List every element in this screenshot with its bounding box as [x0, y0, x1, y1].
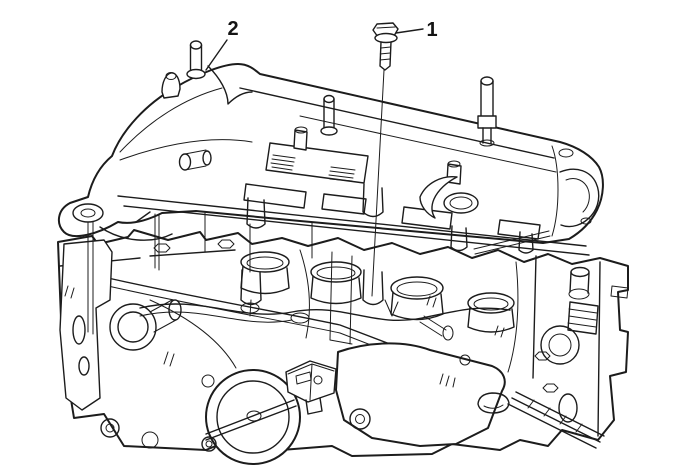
callout-1-label: 1	[426, 19, 437, 41]
throttle-body	[201, 369, 306, 465]
cover-right-end	[551, 145, 600, 237]
sensor-module	[285, 360, 337, 415]
cover-stud-middle	[320, 94, 338, 136]
cover-slot	[243, 183, 307, 209]
callout-2: 2	[205, 18, 239, 71]
cover-stud-left-small	[161, 72, 181, 99]
cover-slot	[321, 193, 367, 215]
bolt-shank	[379, 41, 392, 71]
engine-block-illustration	[57, 229, 629, 465]
bolt-axis-line	[371, 69, 385, 297]
oil-filler-cap	[419, 176, 479, 219]
coil-bore-4	[467, 292, 515, 333]
cover-stud-left	[186, 40, 206, 80]
camshaft-cover-illustration	[57, 40, 604, 335]
vent-port-tube	[178, 149, 212, 171]
left-mount-bracket	[59, 239, 113, 411]
callout-1-leader-line	[395, 28, 424, 34]
callout-2-leader-line	[205, 39, 228, 71]
coil-bore-2	[310, 261, 362, 305]
bolt-flange	[374, 32, 398, 44]
head-bolt-clip	[362, 269, 384, 306]
block-front-slab	[335, 315, 510, 447]
cover-stud-right	[477, 76, 497, 147]
coolant-outlet-port	[109, 299, 182, 351]
cover-studs-below	[87, 212, 313, 335]
cover-slot	[401, 206, 453, 230]
harness-conduit	[139, 303, 511, 322]
baffle-plate	[265, 142, 369, 184]
callout-1: 1	[395, 19, 438, 41]
cover-bolt-illustration	[362, 22, 399, 306]
callout-2-label: 2	[227, 18, 238, 40]
timing-cover	[507, 255, 629, 449]
